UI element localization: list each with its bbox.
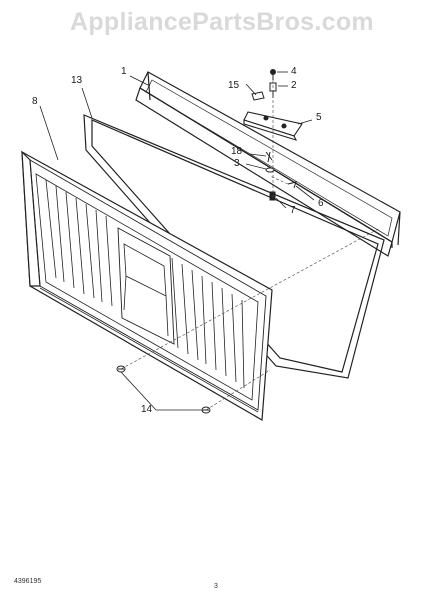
assembly-dashed-lines bbox=[120, 80, 381, 411]
part-8-door-liner bbox=[21, 150, 273, 421]
part-3-washer bbox=[265, 167, 275, 173]
part-6-clip bbox=[287, 181, 297, 189]
part-1-outer-frame bbox=[135, 71, 401, 257]
callout-5: 5 bbox=[316, 112, 322, 123]
callout-14: 14 bbox=[141, 404, 153, 415]
page-number: 3 bbox=[214, 583, 218, 590]
leader-lines bbox=[39, 71, 315, 411]
callout-13: 13 bbox=[71, 75, 83, 86]
part-15-plate bbox=[251, 91, 265, 101]
callout-6: 6 bbox=[318, 198, 324, 209]
part-7-screw bbox=[269, 191, 276, 201]
callout-7: 7 bbox=[290, 205, 296, 216]
callout-18: 18 bbox=[231, 146, 243, 157]
callout-8: 8 bbox=[32, 96, 38, 107]
callout-15: 15 bbox=[228, 80, 240, 91]
part-4-screw bbox=[270, 69, 276, 80]
part-18-spacer bbox=[265, 151, 273, 163]
part-5-hinge-bracket bbox=[243, 111, 303, 141]
callout-3: 3 bbox=[234, 158, 240, 169]
callout-1: 1 bbox=[121, 66, 127, 77]
part-13-gasket bbox=[83, 114, 385, 379]
callout-2: 2 bbox=[291, 80, 297, 91]
callout-4: 4 bbox=[291, 66, 297, 77]
document-number: 4396195 bbox=[14, 578, 42, 585]
watermark: AppliancePartsBros.com bbox=[70, 8, 374, 36]
